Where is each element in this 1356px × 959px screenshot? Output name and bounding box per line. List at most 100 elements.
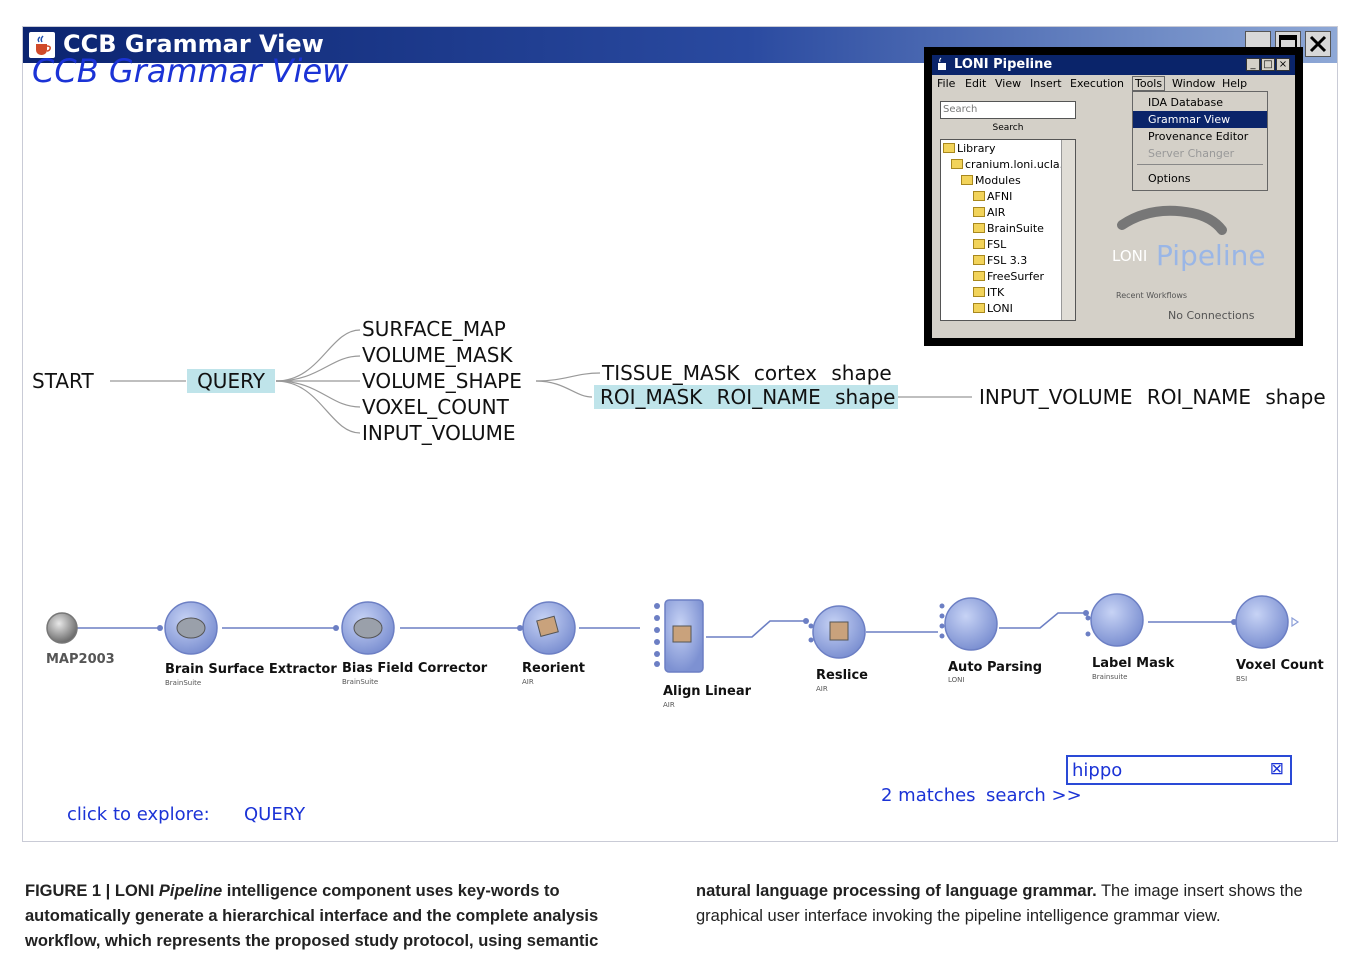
search-input[interactable]: hippo ⊠ [1066,755,1292,785]
library-search-input[interactable]: Search [940,101,1076,119]
tree-node-volume-shape[interactable]: VOLUME_SHAPE [362,369,522,393]
module-label: Voxel Count [1236,658,1324,673]
tree-node-word: shape [1265,385,1326,409]
module-label: Reorient [522,661,585,676]
tools-item-options[interactable]: Options [1148,172,1191,185]
tree-node-query[interactable]: QUERY [187,369,275,393]
module-package: BrainSuite [165,679,202,687]
tree-item[interactable]: ITK [973,286,1004,299]
clear-search-icon[interactable]: ⊠ [1269,759,1284,779]
module-label: Brain Surface Extractor [165,662,337,677]
tree-item[interactable]: FSL [973,238,1006,251]
tree-item[interactable]: AFNI [973,190,1012,203]
caption-bold-text: intelligence component uses key-words to… [25,882,599,950]
figure-caption-left: FIGURE 1 | LONI Pipeline intelligence co… [25,879,655,954]
menu-view[interactable]: View [995,77,1022,90]
inset-maximize-button[interactable]: □ [1261,58,1275,71]
menu-execution[interactable]: Execution [1070,77,1124,90]
caption-lead: FIGURE 1 | LONI [25,882,159,900]
tools-item-ida-database[interactable]: IDA Database [1148,96,1224,109]
tree-item[interactable]: BrainSuite [973,222,1044,235]
loni-pipeline-inset: LONI Pipeline _ □ × File Edit View Inser… [924,47,1303,346]
module-package: LONI [948,676,965,684]
explore-query-link[interactable]: QUERY [244,804,306,825]
pipeline-probe-icon [1117,205,1227,235]
tools-dropdown: IDA Database Grammar View Provenance Edi… [1132,91,1268,191]
voxel-count-icon[interactable] [1235,595,1289,649]
menu-edit[interactable]: Edit [965,77,987,90]
tree-node-word: ROI_NAME [1146,385,1251,409]
recent-workflows-label: Recent Workflows [1116,291,1188,300]
window-title: CCB Grammar View [63,30,324,58]
tree-node-surface-map[interactable]: SURFACE_MAP [362,317,506,341]
source-node-icon[interactable] [46,612,78,644]
tree-item[interactable]: cranium.loni.ucla.e [951,158,1070,171]
inset-minimize-button[interactable]: _ [1246,58,1260,71]
module-package: AIR [816,685,828,693]
library-search-button[interactable]: Search [992,123,1024,133]
tools-item-grammar-view[interactable]: Grammar View [1133,111,1267,128]
tree-node-tissue-mask[interactable]: TISSUE_MASK cortex shape [602,361,892,385]
tree-node-input-volume[interactable]: INPUT_VOLUME [362,421,516,445]
page-title: CCB Grammar View [32,52,349,90]
source-label: MAP2003 [46,652,115,667]
logo-prefix: LONI [1112,247,1148,265]
figure-caption-right: natural language processing of language … [696,879,1316,929]
tree-item[interactable]: Library [943,142,995,155]
tree-node-input-volume-leaf[interactable]: INPUT_VOLUME ROI_NAME shape [979,385,1326,409]
connections-status: No Connections [1168,309,1255,322]
logo-text: Pipeline [1156,239,1266,272]
tree-item[interactable]: AIR [973,206,1005,219]
menu-insert[interactable]: Insert [1030,77,1062,90]
search-input-value: hippo [1072,760,1123,781]
menu-window[interactable]: Window [1172,77,1216,90]
tree-item[interactable]: LONI [973,302,1013,315]
tools-item-provenance-editor[interactable]: Provenance Editor [1148,130,1249,143]
tree-node-word: cortex [753,361,817,385]
auto-parsing-icon[interactable] [944,597,998,651]
window-titlebar[interactable]: CCB Grammar View [23,27,1337,63]
search-matches: 2 matches [881,785,976,806]
module-package: AIR [522,678,534,686]
menu-tools[interactable]: Tools [1132,76,1166,91]
tree-node-word: shape [835,385,896,409]
tree-node-word: ROI_MASK [600,385,703,409]
tree-node-word: shape [831,361,892,385]
tree-item[interactable]: FreeSurfer [973,270,1044,283]
menu-help[interactable]: Help [1222,77,1248,90]
inset-close-button[interactable]: × [1276,58,1290,71]
pipeline-logo-area: LONI Pipeline Recent Workflows No Connec… [1082,195,1293,335]
library-tree: Library cranium.loni.ucla.e Modules AFNI… [940,139,1076,321]
module-package: BrainSuite [342,678,379,686]
tree-node-start[interactable]: START [32,369,94,393]
java-cup-icon [29,32,55,58]
tools-item-server-changer: Server Changer [1148,147,1235,160]
loni-pipeline-window: LONI Pipeline _ □ × File Edit View Inser… [932,55,1295,338]
library-panel: Search Search Library cranium.loni.ucla.… [936,97,1080,333]
inset-title: LONI Pipeline [954,57,1053,72]
module-package: Brainsuite [1092,673,1128,681]
search-label[interactable]: search >> [986,785,1082,806]
tree-item[interactable]: Modules [961,174,1021,187]
tree-node-volume-mask[interactable]: VOLUME_MASK [362,343,513,367]
module-label: Label Mask [1092,656,1175,671]
inset-titlebar[interactable]: LONI Pipeline _ □ × [932,55,1295,75]
module-package: BSI [1236,675,1248,683]
module-label: Reslice [816,668,868,683]
close-button[interactable] [1305,31,1331,57]
tree-node-word: INPUT_VOLUME [979,385,1133,409]
inset-menubar: File Edit View Insert Execution Tools Wi… [932,75,1295,93]
caption-right-text: The image insert shows the graphical use… [696,882,1303,925]
tree-node-roi-mask[interactable]: ROI_MASK ROI_NAME shape [594,385,898,409]
explore-label: click to explore: [67,804,210,825]
menu-file[interactable]: File [937,77,956,90]
label-mask-icon[interactable] [1090,593,1144,647]
tree-scrollbar[interactable] [1061,140,1075,320]
menu-divider [1137,164,1263,165]
tree-node-word: TISSUE_MASK [602,361,740,385]
caption-right-bold: natural language processing of language … [696,882,1097,900]
module-label: Align Linear [663,684,752,699]
tree-item[interactable]: FSL 3.3 [973,254,1027,267]
tree-node-voxel-count[interactable]: VOXEL_COUNT [362,395,509,419]
